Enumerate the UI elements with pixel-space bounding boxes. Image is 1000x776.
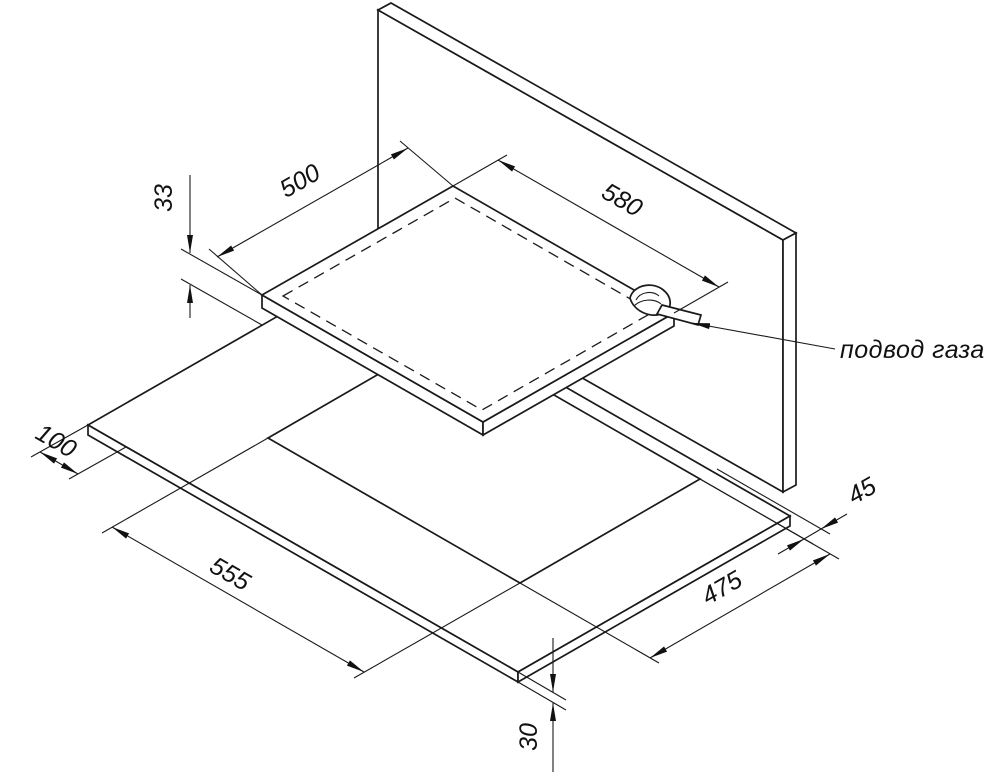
dim-500-ext-1	[208, 248, 263, 296]
dim-45-ext-1	[699, 478, 814, 545]
dim-100-value: 100	[31, 419, 81, 464]
dim-555-ext-2	[353, 582, 521, 679]
dim-33-ext-1	[180, 248, 263, 296]
gas-supply-leader-line	[691, 322, 836, 350]
dim-30-value: 30	[515, 723, 543, 751]
dim-500-value: 500	[275, 158, 325, 203]
dim-30-ext-1	[517, 671, 567, 701]
dim-100-line	[39, 451, 79, 475]
dim-555-line	[111, 526, 365, 673]
dim-45-ext-2	[716, 468, 831, 535]
dim-45-arrow-tail-2	[820, 513, 848, 530]
dim-33-ext-2	[180, 278, 263, 326]
dim-33-value: 33	[150, 184, 178, 212]
dim-33: 33	[150, 175, 263, 326]
gas-fitting-detail-arc-1	[635, 291, 660, 301]
dim-580-line	[497, 159, 720, 288]
dim-45-value: 45	[843, 472, 881, 510]
dim-555-ext-1	[101, 437, 269, 534]
dim-30-ext-2	[517, 681, 567, 711]
gas-supply-callout: подвод газа	[691, 322, 985, 364]
dim-475-ext-1	[519, 582, 660, 664]
dim-45-arrow-tail-1	[777, 538, 805, 555]
dim-30: 30	[515, 638, 567, 772]
dim-500-ext-2	[399, 140, 454, 187]
gas-supply-label: подвод газа	[840, 336, 985, 364]
dim-100-ext-2	[68, 446, 127, 480]
gas-fitting-detail-arc-2	[633, 299, 662, 307]
dim-475-line	[649, 553, 831, 659]
dim-500-line	[216, 147, 409, 258]
dim-45-line	[803, 528, 822, 540]
wall-right-edge	[782, 231, 797, 494]
dim-580-ext-2	[673, 281, 729, 314]
dim-555-value: 555	[205, 552, 255, 597]
